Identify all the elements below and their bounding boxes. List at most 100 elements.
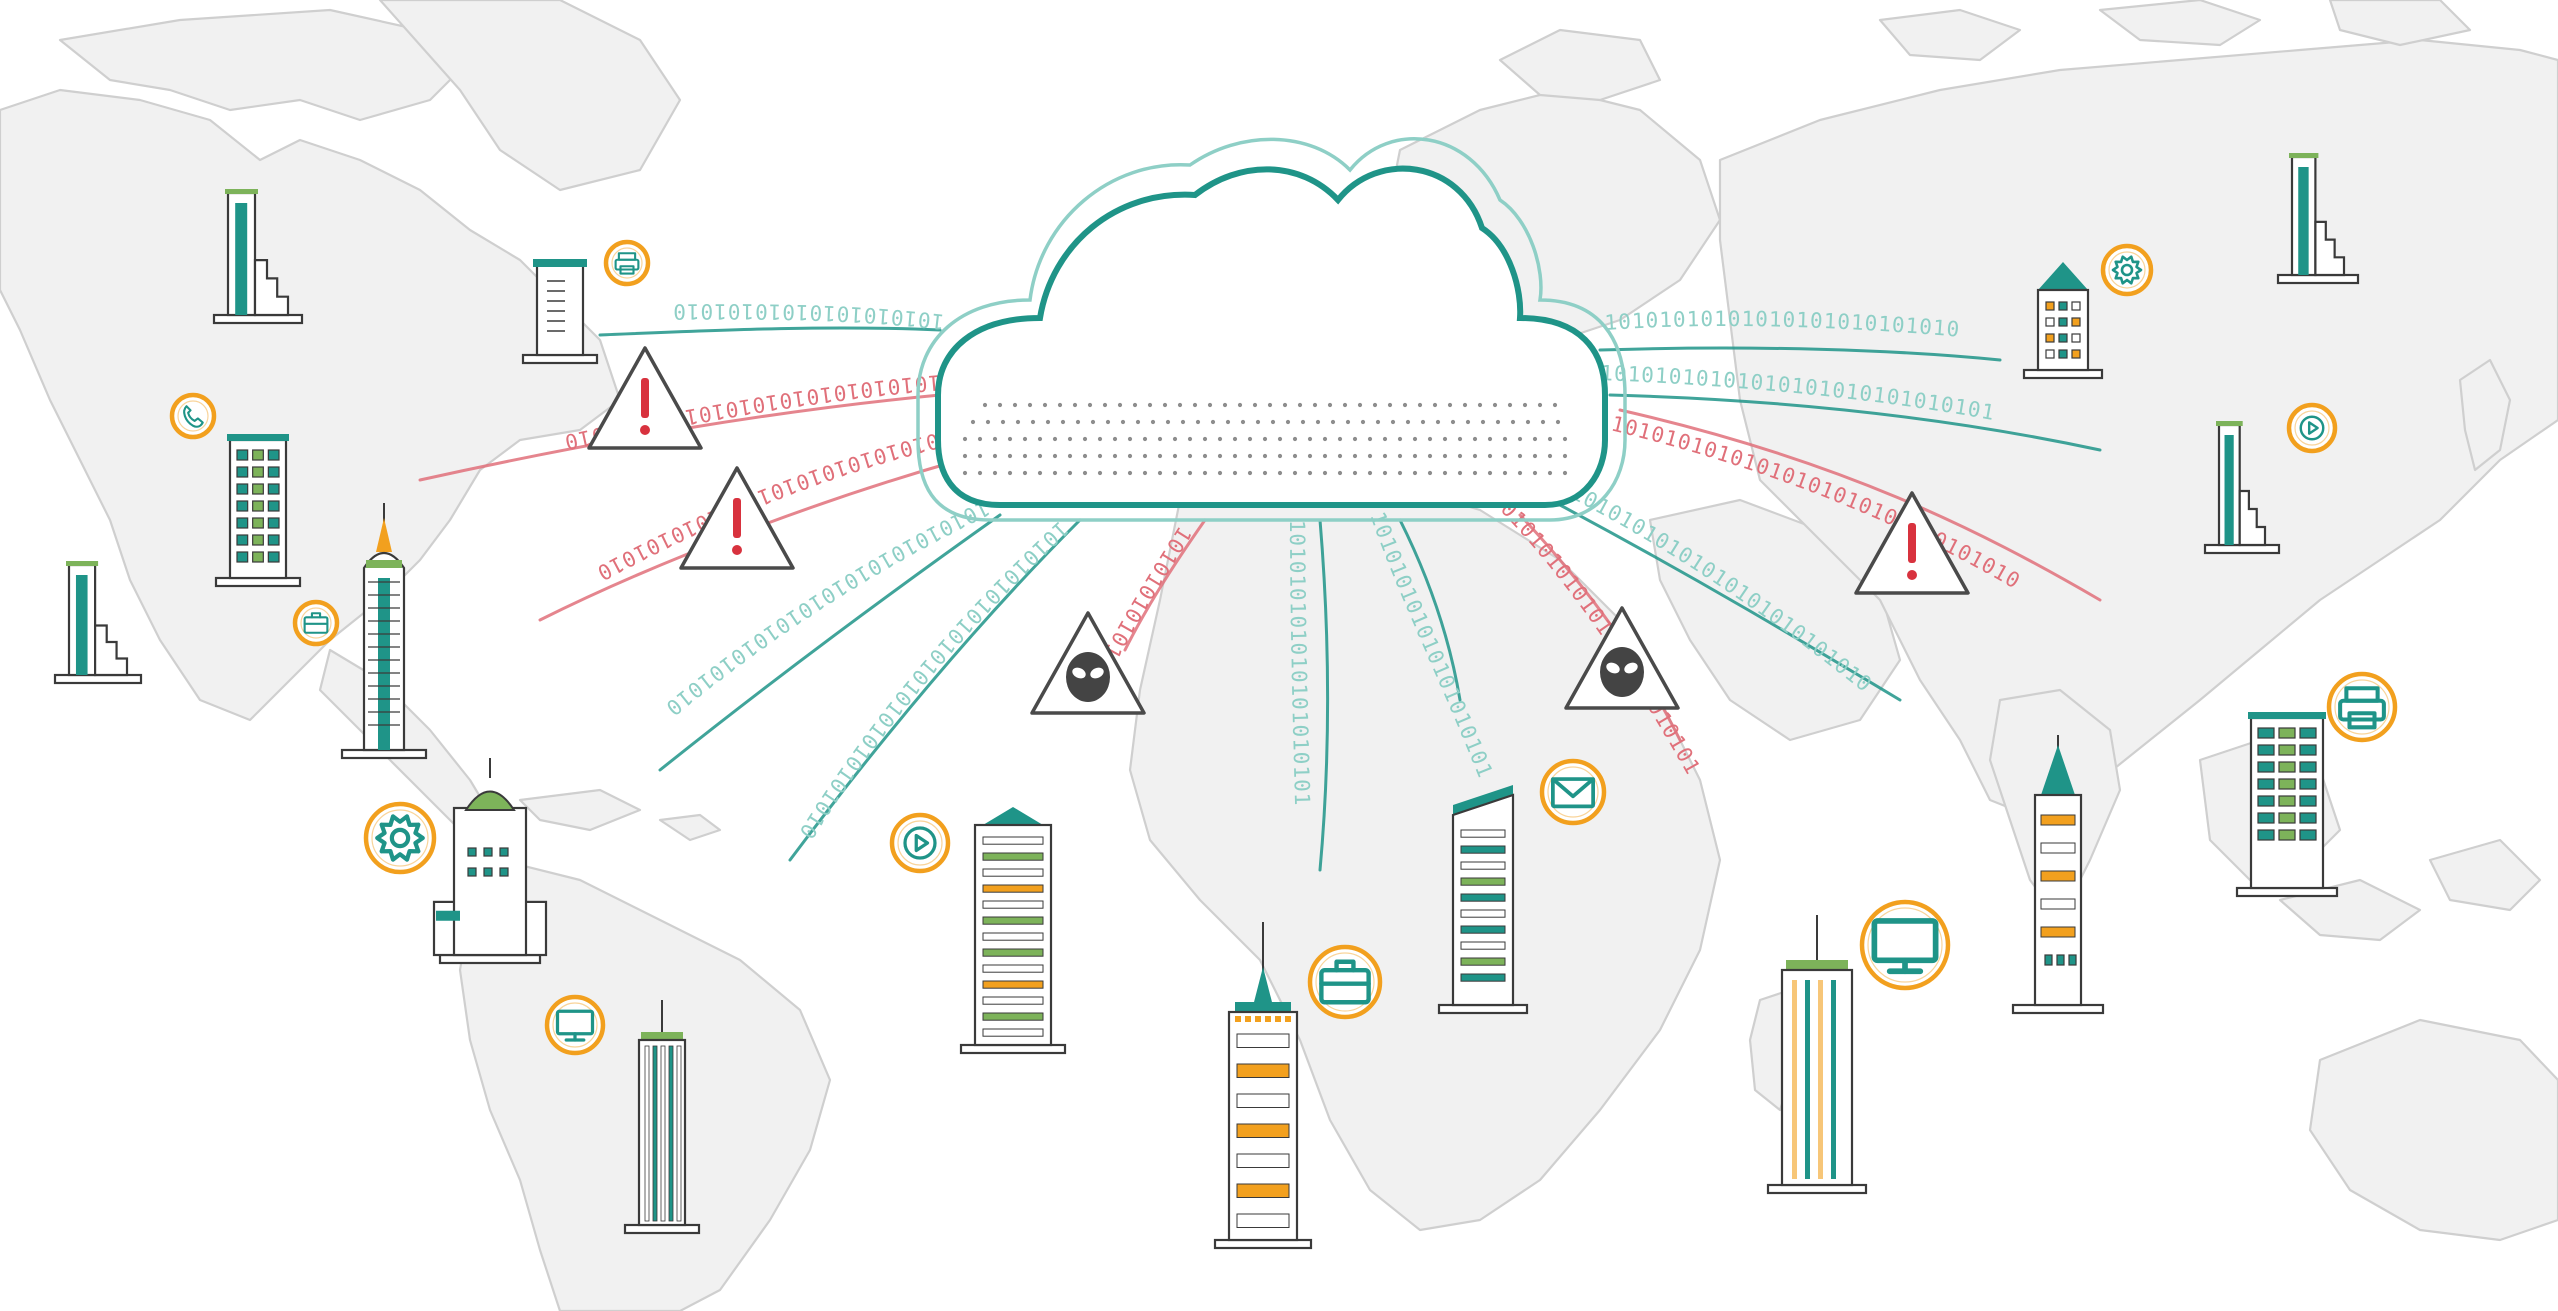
cloud-dot [1307, 436, 1313, 442]
cloud-dot [1165, 419, 1171, 425]
printer-icon [2326, 671, 2398, 743]
cloud-dot [1282, 402, 1288, 408]
cloud-dot [1312, 402, 1318, 408]
cloud-dot [1292, 470, 1298, 476]
cloud-dot [1412, 436, 1418, 442]
cloud-dot [1147, 402, 1153, 408]
cloud-dot [1232, 436, 1238, 442]
cloud-dot [1532, 453, 1538, 459]
cloud-dot [992, 436, 998, 442]
building-clocktower [2011, 735, 2105, 1015]
cloud-dot [962, 453, 968, 459]
cloud-dot [1157, 453, 1163, 459]
stream-africa-west-line [1123, 518, 1207, 652]
building-slim-tower [623, 1000, 701, 1235]
cloud-dot [992, 470, 998, 476]
cloud-dot [1382, 453, 1388, 459]
cloud-dot [1387, 402, 1393, 408]
cloud-dot [1345, 419, 1351, 425]
cloud-dot [977, 453, 983, 459]
cloud-dot [1432, 402, 1438, 408]
cloud-dot [1367, 453, 1373, 459]
cloud-dot [1102, 402, 1108, 408]
cloud-dot [1075, 419, 1081, 425]
cloud-dot [1012, 402, 1018, 408]
cloud-dot [1270, 419, 1276, 425]
phone-icon [169, 392, 217, 440]
cloud-dot [1397, 436, 1403, 442]
cloud-dot [1195, 419, 1201, 425]
cloud-dot [1105, 419, 1111, 425]
cloud-dot [1537, 402, 1543, 408]
cloud-dot [1517, 453, 1523, 459]
cloud-dot [962, 470, 968, 476]
cloud-dot [1202, 436, 1208, 442]
cloud-dot [1172, 470, 1178, 476]
cloud-dot [1352, 453, 1358, 459]
cloud-dot [1127, 436, 1133, 442]
cloud-dot [992, 453, 998, 459]
cloud-dot [1502, 436, 1508, 442]
cloud-dot [1177, 402, 1183, 408]
stream-south-america-line [788, 518, 1082, 862]
cloud-dot [1097, 453, 1103, 459]
cloud-dot [1487, 453, 1493, 459]
play-icon [889, 812, 951, 874]
cloud-dot [1207, 402, 1213, 408]
cloud-dot [1157, 436, 1163, 442]
gear-icon [363, 801, 437, 875]
cloud-dot [1255, 419, 1261, 425]
cloud-dot [1225, 419, 1231, 425]
building-empire [1213, 922, 1313, 1250]
cloud-dot [1322, 436, 1328, 442]
cloud-dot [1240, 419, 1246, 425]
cloud-dot [1447, 402, 1453, 408]
cloud-dot [1555, 419, 1561, 425]
cloud-dot [1232, 470, 1238, 476]
cloud-dot [1022, 436, 1028, 442]
cloud-dot [1210, 419, 1216, 425]
cloud-dot [1262, 436, 1268, 442]
warning-exclamation-na [587, 346, 703, 450]
building-stepped [2276, 153, 2360, 285]
cloud-dot [1435, 419, 1441, 425]
monitor-icon [1859, 899, 1951, 991]
cloud-dot [1007, 453, 1013, 459]
cloud-dot [982, 402, 988, 408]
cloud-dot [1127, 453, 1133, 459]
cloud-dot [1027, 402, 1033, 408]
cloud-dot [1252, 402, 1258, 408]
building-spire [340, 503, 428, 760]
cloud-dot [1442, 453, 1448, 459]
cloud-dot [1315, 419, 1321, 425]
warning-alien-africa [1030, 611, 1146, 715]
cloud-dot [1237, 402, 1243, 408]
stream-asia-mid-line [1608, 393, 2102, 452]
mail-icon [1539, 758, 1607, 826]
cloud-dot [1367, 436, 1373, 442]
building-gabled [2022, 262, 2104, 380]
cloud-dot [1067, 453, 1073, 459]
cloud-dot [1052, 453, 1058, 459]
building-tower-small [521, 259, 599, 365]
cloud-dot [1142, 470, 1148, 476]
cloud-dot [1487, 470, 1493, 476]
cloud-dot [1472, 436, 1478, 442]
cloud-dot [1015, 419, 1021, 425]
cloud-dot [1495, 419, 1501, 425]
cloud-dot [1532, 470, 1538, 476]
cloud-dot [1322, 453, 1328, 459]
cloud-dot [1172, 453, 1178, 459]
cloud-dot [1247, 436, 1253, 442]
cloud-dot [1232, 453, 1238, 459]
cloud-dot [1517, 436, 1523, 442]
cloud-dot [1082, 436, 1088, 442]
cloud-dot [1187, 453, 1193, 459]
cloud-dot [1522, 402, 1528, 408]
cloud-dot [1457, 436, 1463, 442]
briefcase-icon [292, 599, 340, 647]
cloud-dot [1000, 419, 1006, 425]
cloud-dot [1097, 436, 1103, 442]
cloud-dot [1402, 402, 1408, 408]
